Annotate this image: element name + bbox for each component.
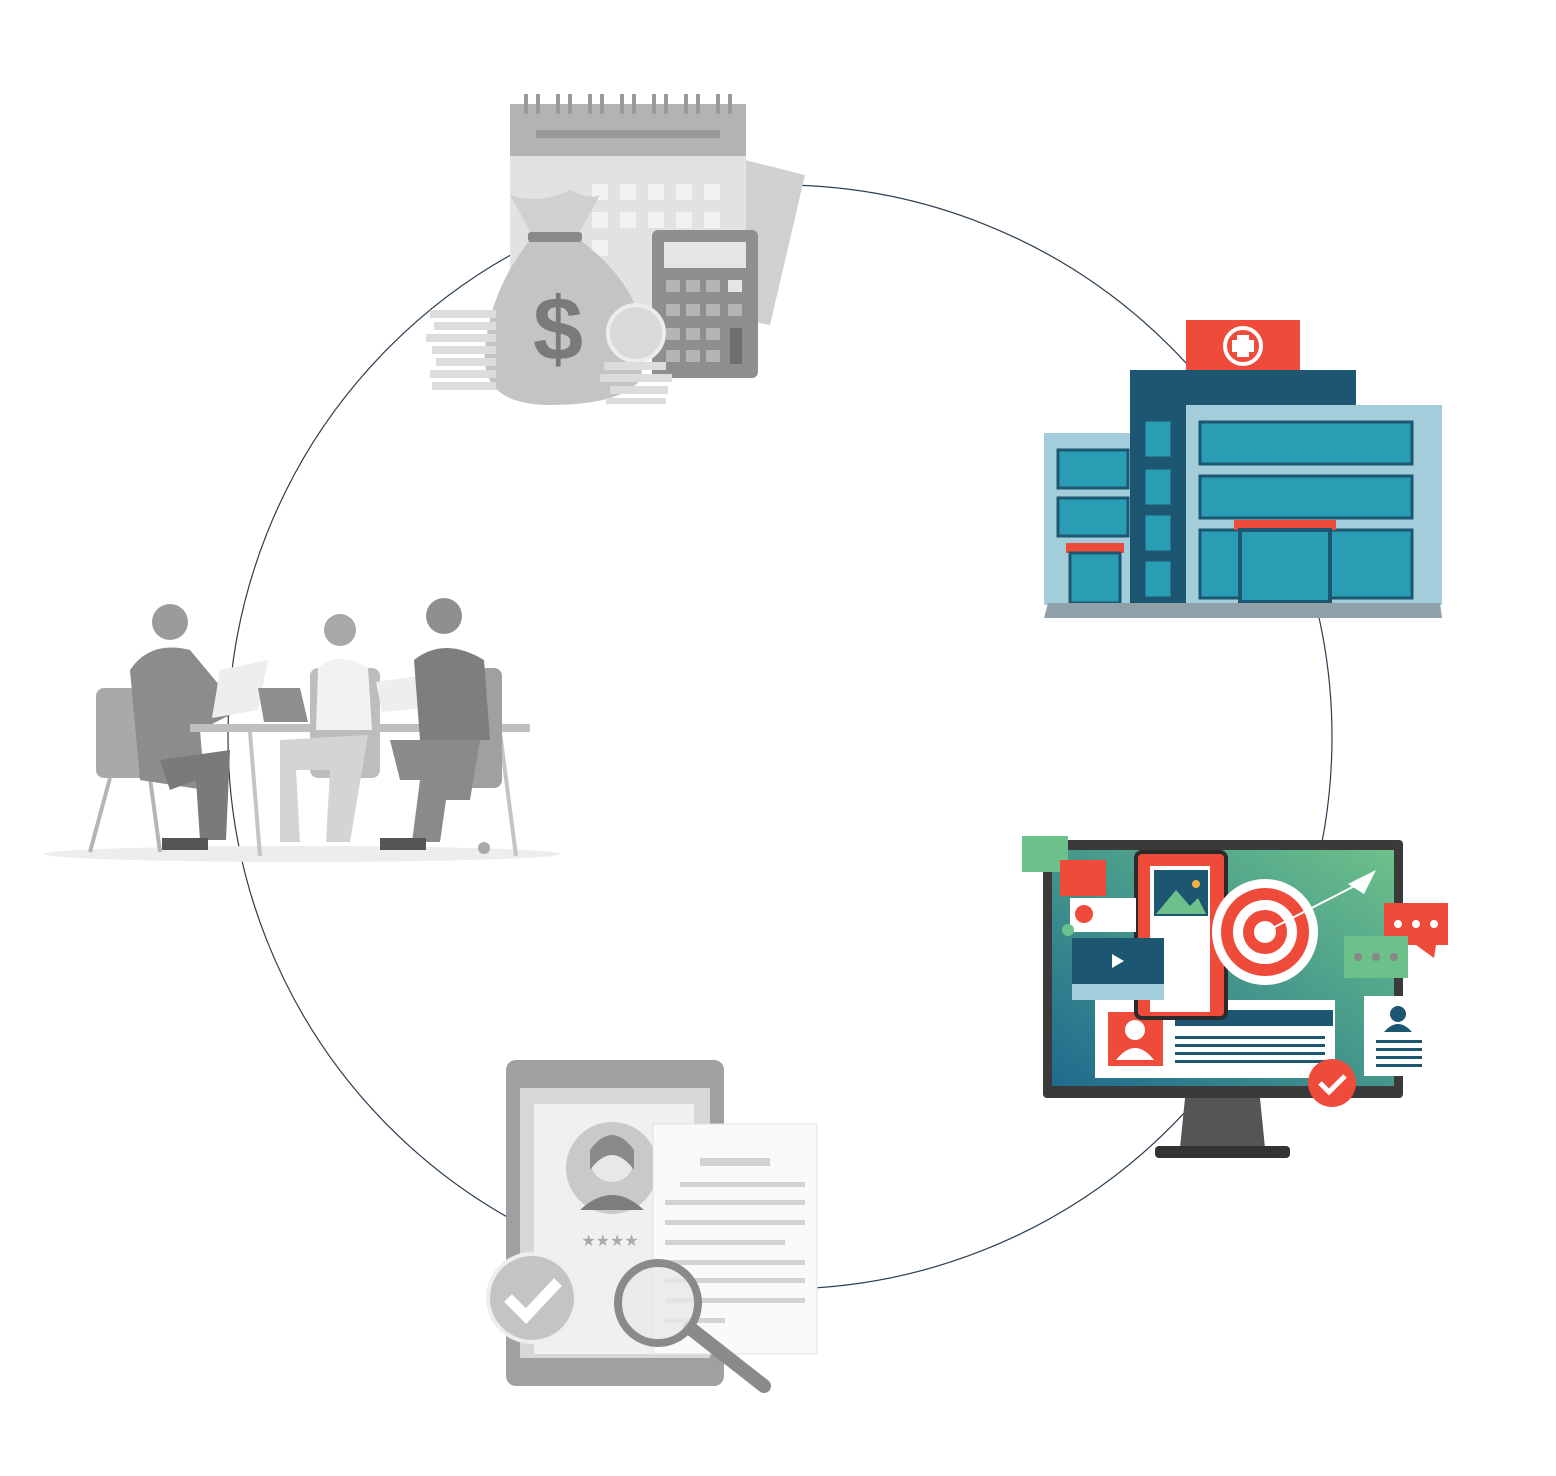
business-meeting-icon <box>44 598 560 862</box>
hospital-building-icon <box>1044 320 1442 618</box>
digital-marketing-monitor-icon <box>1022 836 1448 1158</box>
svg-text:★★★★: ★★★★ <box>581 1233 638 1250</box>
finance-calendar-money-icon: $ <box>426 94 805 405</box>
candidate-review-document-icon: ★★★★ <box>486 1060 818 1393</box>
cycle-ring <box>227 184 1333 1290</box>
dollar-sign: $ <box>533 280 583 380</box>
